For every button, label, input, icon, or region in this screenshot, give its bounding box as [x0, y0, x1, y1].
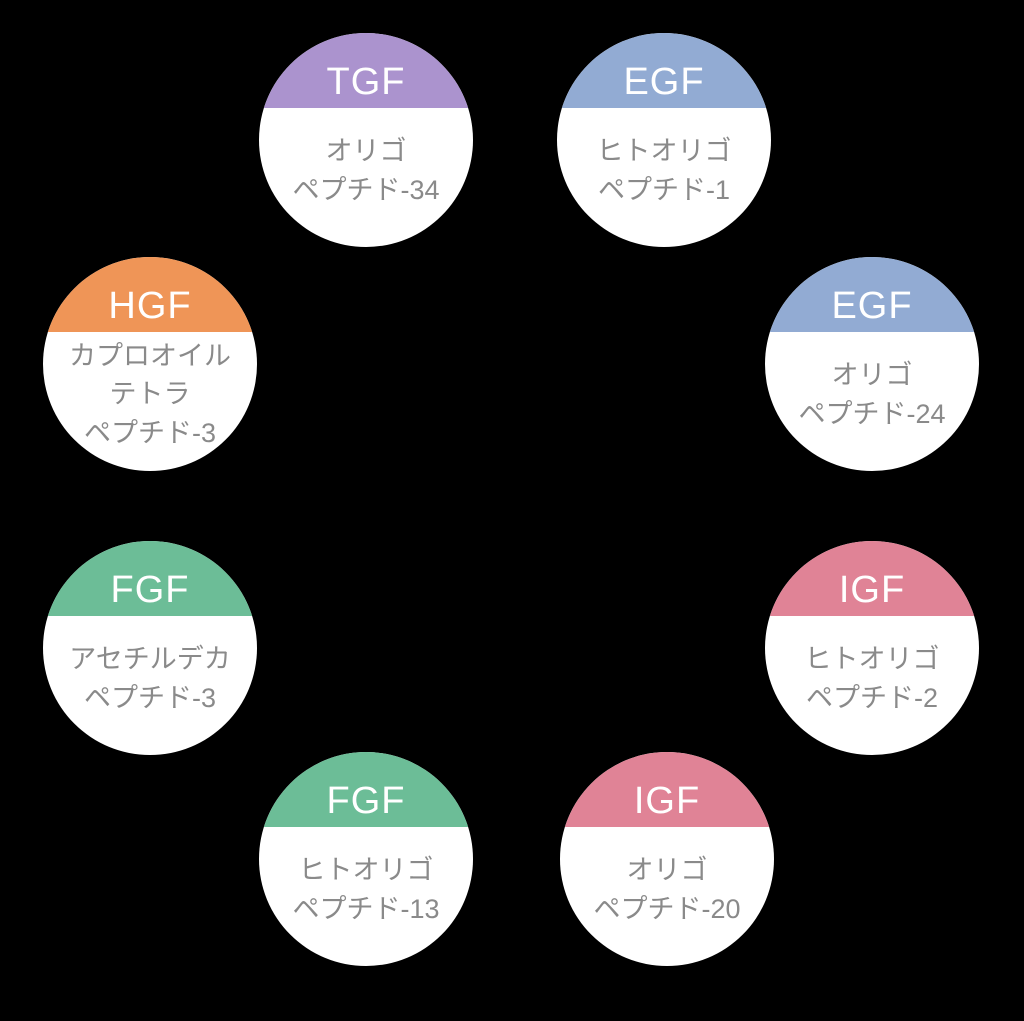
node-egf-2-line: オリゴ: [831, 360, 913, 391]
node-igf-1-title: IGF: [838, 569, 906, 611]
node-tgf-line: ペプチド-34: [292, 174, 440, 205]
node-tgf-title: TGF: [326, 61, 406, 103]
node-egf-1-cap: EGF: [557, 33, 771, 108]
node-egf-2-body: オリゴ ペプチド-24: [765, 332, 979, 471]
node-fgf-2: FGF ヒトオリゴ ペプチド-13: [259, 752, 473, 966]
node-hgf-body: カプロオイル テトラ ペプチド-3: [43, 332, 257, 471]
node-fgf-1: FGF アセチルデカ ペプチド-3: [43, 541, 257, 755]
node-tgf-body: オリゴ ペプチド-34: [259, 108, 473, 247]
node-igf-2-line: ペプチド-20: [593, 893, 741, 924]
node-fgf-1-cap: FGF: [43, 541, 257, 616]
node-hgf-cap: HGF: [43, 257, 257, 332]
node-egf-1: EGF ヒトオリゴ ペプチド-1: [557, 33, 771, 247]
node-egf-1-line: ペプチド-1: [597, 174, 730, 205]
node-fgf-2-cap: FGF: [259, 752, 473, 827]
node-fgf-2-body: ヒトオリゴ ペプチド-13: [259, 827, 473, 966]
node-hgf-line: カプロオイル: [69, 341, 231, 371]
node-fgf-2-title: FGF: [326, 780, 406, 822]
node-igf-1-body: ヒトオリゴ ペプチド-2: [765, 616, 979, 755]
node-igf-1-line: ペプチド-2: [805, 682, 938, 713]
node-tgf-line: オリゴ: [325, 136, 407, 167]
node-egf-1-line: ヒトオリゴ: [596, 136, 732, 167]
node-igf-1: IGF ヒトオリゴ ペプチド-2: [765, 541, 979, 755]
node-fgf-1-line: ペプチド-3: [83, 682, 216, 713]
node-egf-2-line: ペプチド-24: [798, 398, 946, 429]
node-fgf-1-line: アセチルデカ: [69, 644, 231, 675]
node-igf-1-line: ヒトオリゴ: [804, 644, 940, 675]
node-egf-2: EGF オリゴ ペプチド-24: [765, 257, 979, 471]
node-hgf-line: テトラ: [109, 379, 191, 410]
node-egf-1-title: EGF: [623, 61, 705, 103]
node-igf-2-title: IGF: [633, 780, 701, 822]
node-tgf: TGF オリゴ ペプチド-34: [259, 33, 473, 247]
node-fgf-2-line: ペプチド-13: [292, 893, 440, 924]
node-igf-2-line: オリゴ: [626, 855, 708, 886]
node-igf-2-body: オリゴ ペプチド-20: [560, 827, 774, 966]
node-egf-2-cap: EGF: [765, 257, 979, 332]
node-hgf: HGF カプロオイル テトラ ペプチド-3: [43, 257, 257, 471]
node-hgf-line: ペプチド-3: [83, 417, 216, 448]
node-hgf-title: HGF: [108, 285, 192, 327]
node-egf-1-body: ヒトオリゴ ペプチド-1: [557, 108, 771, 247]
node-tgf-cap: TGF: [259, 33, 473, 108]
node-igf-2: IGF オリゴ ペプチド-20: [560, 752, 774, 966]
node-igf-1-cap: IGF: [765, 541, 979, 616]
node-fgf-1-body: アセチルデカ ペプチド-3: [43, 616, 257, 755]
node-igf-2-cap: IGF: [560, 752, 774, 827]
node-fgf-2-line: ヒトオリゴ: [298, 855, 434, 886]
node-fgf-1-title: FGF: [110, 569, 190, 611]
node-egf-2-title: EGF: [831, 285, 913, 327]
